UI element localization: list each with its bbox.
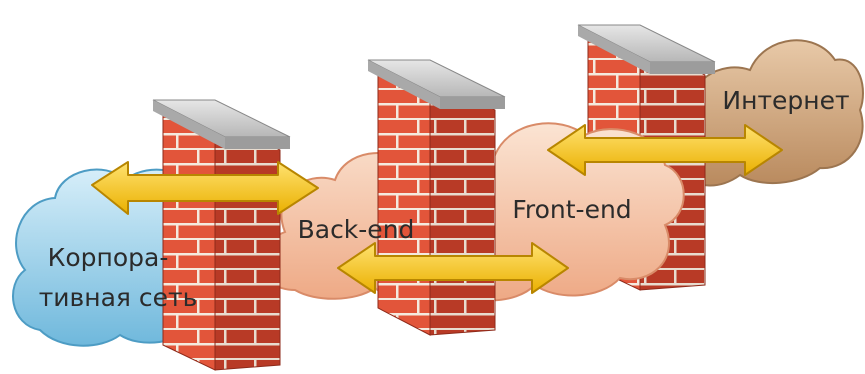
firewall-wall-icon-2	[367, 59, 506, 336]
double-arrow-icon-3	[547, 124, 783, 176]
frontend-label: Front-end	[512, 195, 631, 224]
double-arrow-icon-1	[91, 161, 319, 215]
backend-label: Back-end	[298, 215, 415, 244]
internet-label: Интернет	[722, 86, 849, 115]
firewall-wall-icon-1	[152, 99, 291, 371]
double-arrow-icon-2	[337, 242, 569, 294]
corporate-network-label-line1: Корпора-	[48, 243, 169, 272]
corporate-network-label-line2: тивная сеть	[39, 283, 198, 312]
